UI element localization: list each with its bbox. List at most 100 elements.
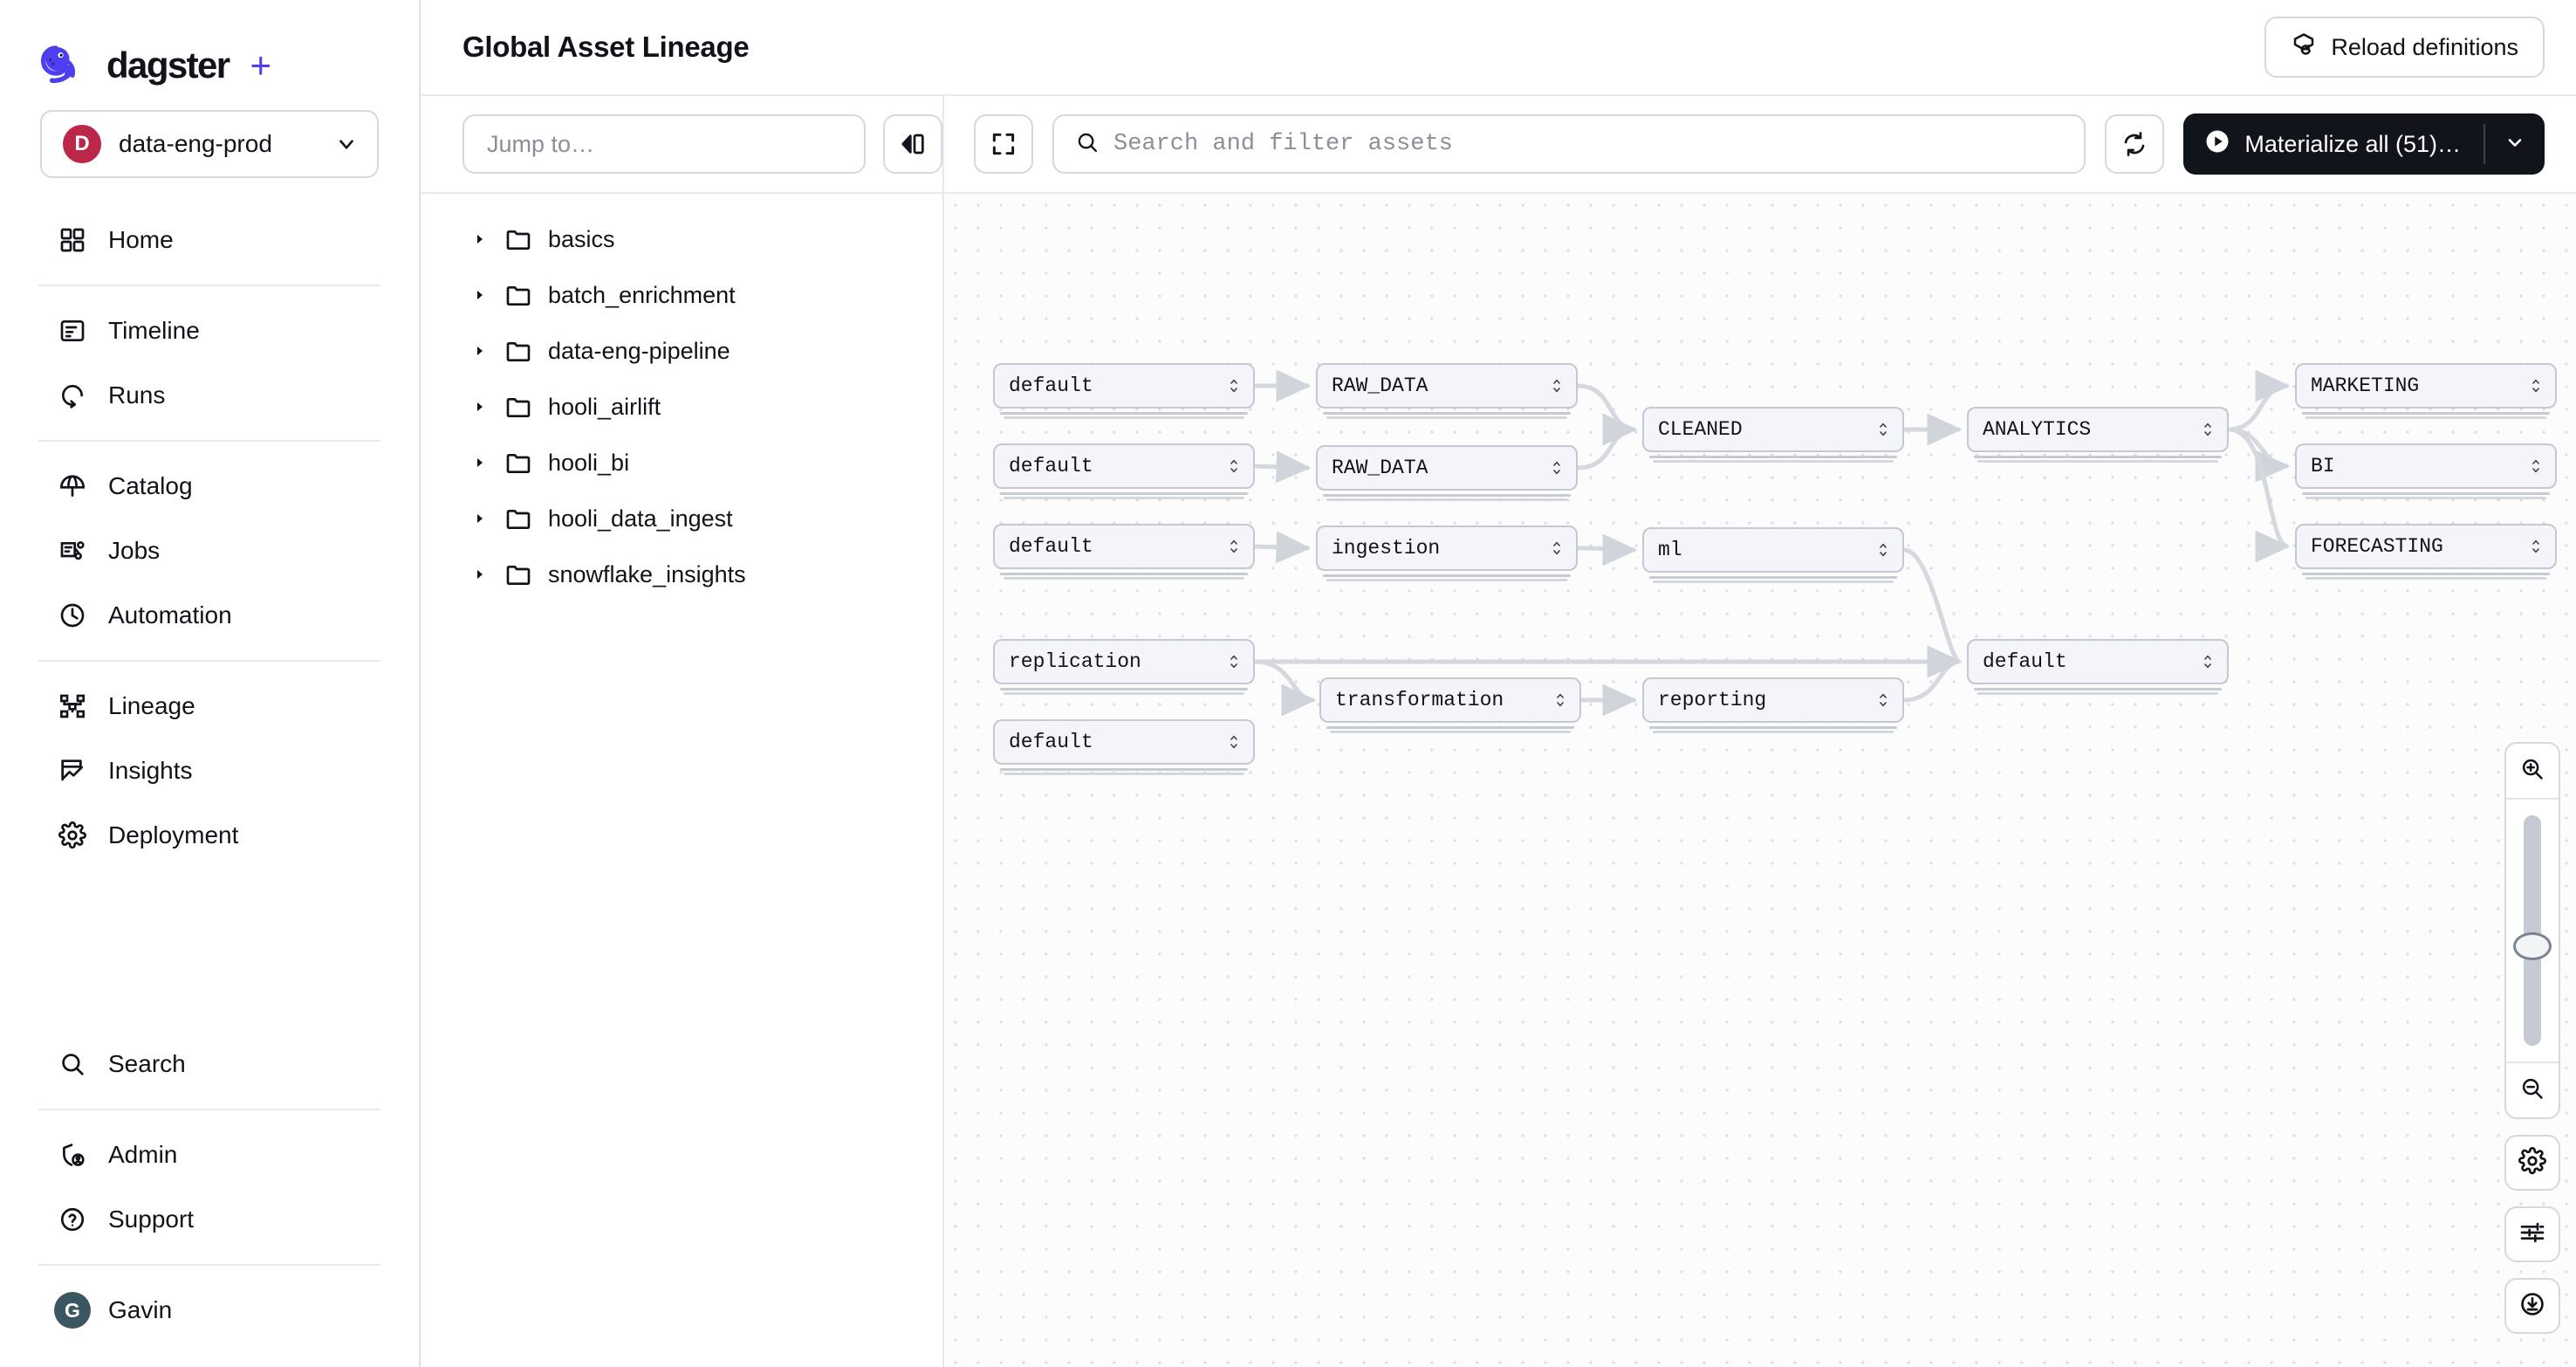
expand-collapse-icon[interactable]	[1227, 376, 1241, 395]
zoom-slider[interactable]	[2506, 800, 2559, 1061]
expand-collapse-icon[interactable]	[1227, 537, 1241, 556]
zoom-out-button[interactable]	[2506, 1063, 2559, 1117]
tree-row[interactable]: hooli_bi	[421, 435, 942, 491]
sidebar-item-catalog[interactable]: Catalog	[38, 454, 380, 519]
asset-group-node[interactable]: ANALYTICS	[1967, 407, 2229, 463]
tree-row[interactable]: batch_enrichment	[421, 267, 942, 323]
expand-collapse-icon[interactable]	[1553, 690, 1567, 710]
tree-row[interactable]: snowflake_insights	[421, 546, 942, 602]
nav-group-user: G Gavin	[0, 1278, 419, 1343]
sidebar-item-insights[interactable]: Insights	[38, 738, 380, 803]
lineage-graph-canvas[interactable]: default default default	[944, 194, 2576, 1367]
asset-group-node[interactable]: MARKETING	[2295, 363, 2557, 419]
expand-collapse-icon[interactable]	[1227, 457, 1241, 476]
sidebar-item-home[interactable]: Home	[38, 208, 380, 272]
chevron-right-icon[interactable]	[471, 566, 489, 583]
expand-collapse-icon[interactable]	[1550, 376, 1564, 395]
sidebar-item-lineage[interactable]: Lineage	[38, 674, 380, 738]
brand-plus: +	[250, 45, 272, 86]
expand-collapse-icon[interactable]	[2201, 652, 2215, 671]
expand-collapse-icon[interactable]	[2529, 376, 2543, 395]
materialize-main[interactable]: Materialize all (51)…	[2183, 113, 2484, 175]
graph-download-button[interactable]	[2504, 1278, 2560, 1334]
asset-group-node[interactable]: default	[993, 524, 1255, 580]
asset-group-node[interactable]: reporting	[1642, 677, 1904, 733]
reload-cube-icon	[2291, 31, 2317, 64]
asset-group-node[interactable]: transformation	[1319, 677, 1581, 733]
zoom-in-button[interactable]	[2506, 744, 2559, 798]
chevron-right-icon[interactable]	[471, 454, 489, 471]
search-input[interactable]	[1113, 131, 2064, 157]
brand[interactable]: dagster +	[0, 0, 419, 96]
nav-group-views: Lineage Insights Deployment	[0, 674, 419, 868]
expand-collapse-icon[interactable]	[2529, 537, 2543, 556]
jump-to-input[interactable]	[462, 114, 866, 174]
tree-row[interactable]: basics	[421, 211, 942, 267]
expand-collapse-icon[interactable]	[1227, 652, 1241, 671]
fit-view-button[interactable]	[974, 114, 1033, 174]
asset-group-node[interactable]: RAW_DATA	[1316, 445, 1578, 501]
expand-collapse-icon[interactable]	[1876, 690, 1890, 710]
asset-group-node[interactable]: replication	[993, 639, 1255, 695]
node-stack-line	[1326, 416, 1567, 419]
catalog-icon	[58, 471, 87, 501]
expand-collapse-icon[interactable]	[1227, 732, 1241, 752]
sidebar-item-runs[interactable]: Runs	[38, 363, 380, 428]
sidebar-item-label: Support	[108, 1206, 195, 1233]
asset-group-node[interactable]: BI	[2295, 443, 2557, 499]
graph-filters-button[interactable]	[2504, 1206, 2560, 1262]
sidebar-item-user[interactable]: G Gavin	[38, 1278, 380, 1343]
sidebar-item-search[interactable]: Search	[38, 1032, 380, 1096]
asset-group-node[interactable]: default	[1967, 639, 2229, 695]
expand-collapse-icon[interactable]	[1876, 540, 1890, 560]
materialize-dropdown-button[interactable]	[2485, 113, 2545, 175]
chevron-right-icon[interactable]	[471, 230, 489, 248]
asset-group-node[interactable]: RAW_DATA	[1316, 363, 1578, 419]
node-label: transformation	[1335, 689, 1504, 711]
asset-group-node[interactable]: FORECASTING	[2295, 524, 2557, 580]
chevron-right-icon[interactable]	[471, 286, 489, 304]
reload-definitions-button[interactable]: Reload definitions	[2264, 17, 2545, 78]
asset-group-node[interactable]: ml	[1642, 527, 1904, 583]
chevron-right-icon[interactable]	[471, 398, 489, 416]
sidebar-item-support[interactable]: Support	[38, 1187, 380, 1252]
sliders-icon	[2518, 1219, 2546, 1251]
chevron-right-icon[interactable]	[471, 510, 489, 527]
tree-row[interactable]: data-eng-pipeline	[421, 323, 942, 379]
folder-icon	[504, 560, 532, 588]
deployment-selector[interactable]: D data-eng-prod	[40, 110, 379, 178]
asset-search-box[interactable]	[1052, 114, 2086, 174]
collapse-panel-button[interactable]	[883, 114, 942, 174]
sidebar-item-jobs[interactable]: Jobs	[38, 519, 380, 583]
expand-collapse-icon[interactable]	[1876, 420, 1890, 439]
node-stack-line	[2302, 412, 2550, 415]
asset-group-node[interactable]: default	[993, 443, 1255, 499]
folder-icon	[504, 225, 532, 253]
refresh-button[interactable]	[2105, 114, 2165, 174]
graph-settings-button[interactable]	[2504, 1135, 2560, 1191]
tree-row[interactable]: hooli_airlift	[421, 379, 942, 435]
node-stack-line	[1653, 580, 1894, 583]
node-stack-line	[2302, 492, 2550, 495]
chevron-right-icon[interactable]	[471, 342, 489, 360]
materialize-all-button[interactable]: Materialize all (51)…	[2183, 113, 2545, 175]
sidebar-item-timeline[interactable]: Timeline	[38, 299, 380, 363]
expand-collapse-icon[interactable]	[2201, 420, 2215, 439]
zoom-slider-thumb[interactable]	[2513, 932, 2552, 960]
node-label: ingestion	[1332, 537, 1441, 560]
asset-group-node[interactable]: ingestion	[1316, 526, 1578, 581]
runs-icon	[58, 381, 87, 410]
sidebar-item-deployment[interactable]: Deployment	[38, 803, 380, 868]
expand-collapse-icon[interactable]	[1550, 539, 1564, 558]
tree-label: basics	[548, 225, 615, 252]
search-icon	[1075, 130, 1100, 159]
tree-row[interactable]: hooli_data_ingest	[421, 491, 942, 546]
asset-group-node[interactable]: default	[993, 719, 1255, 775]
expand-collapse-icon[interactable]	[2529, 457, 2543, 476]
sidebar-item-admin[interactable]: Admin	[38, 1123, 380, 1187]
expand-collapse-icon[interactable]	[1550, 458, 1564, 477]
asset-group-node[interactable]: CLEANED	[1642, 407, 1904, 463]
asset-group-node[interactable]: default	[993, 363, 1255, 419]
sidebar-item-automation[interactable]: Automation	[38, 583, 380, 648]
node-label: CLEANED	[1658, 418, 1743, 441]
